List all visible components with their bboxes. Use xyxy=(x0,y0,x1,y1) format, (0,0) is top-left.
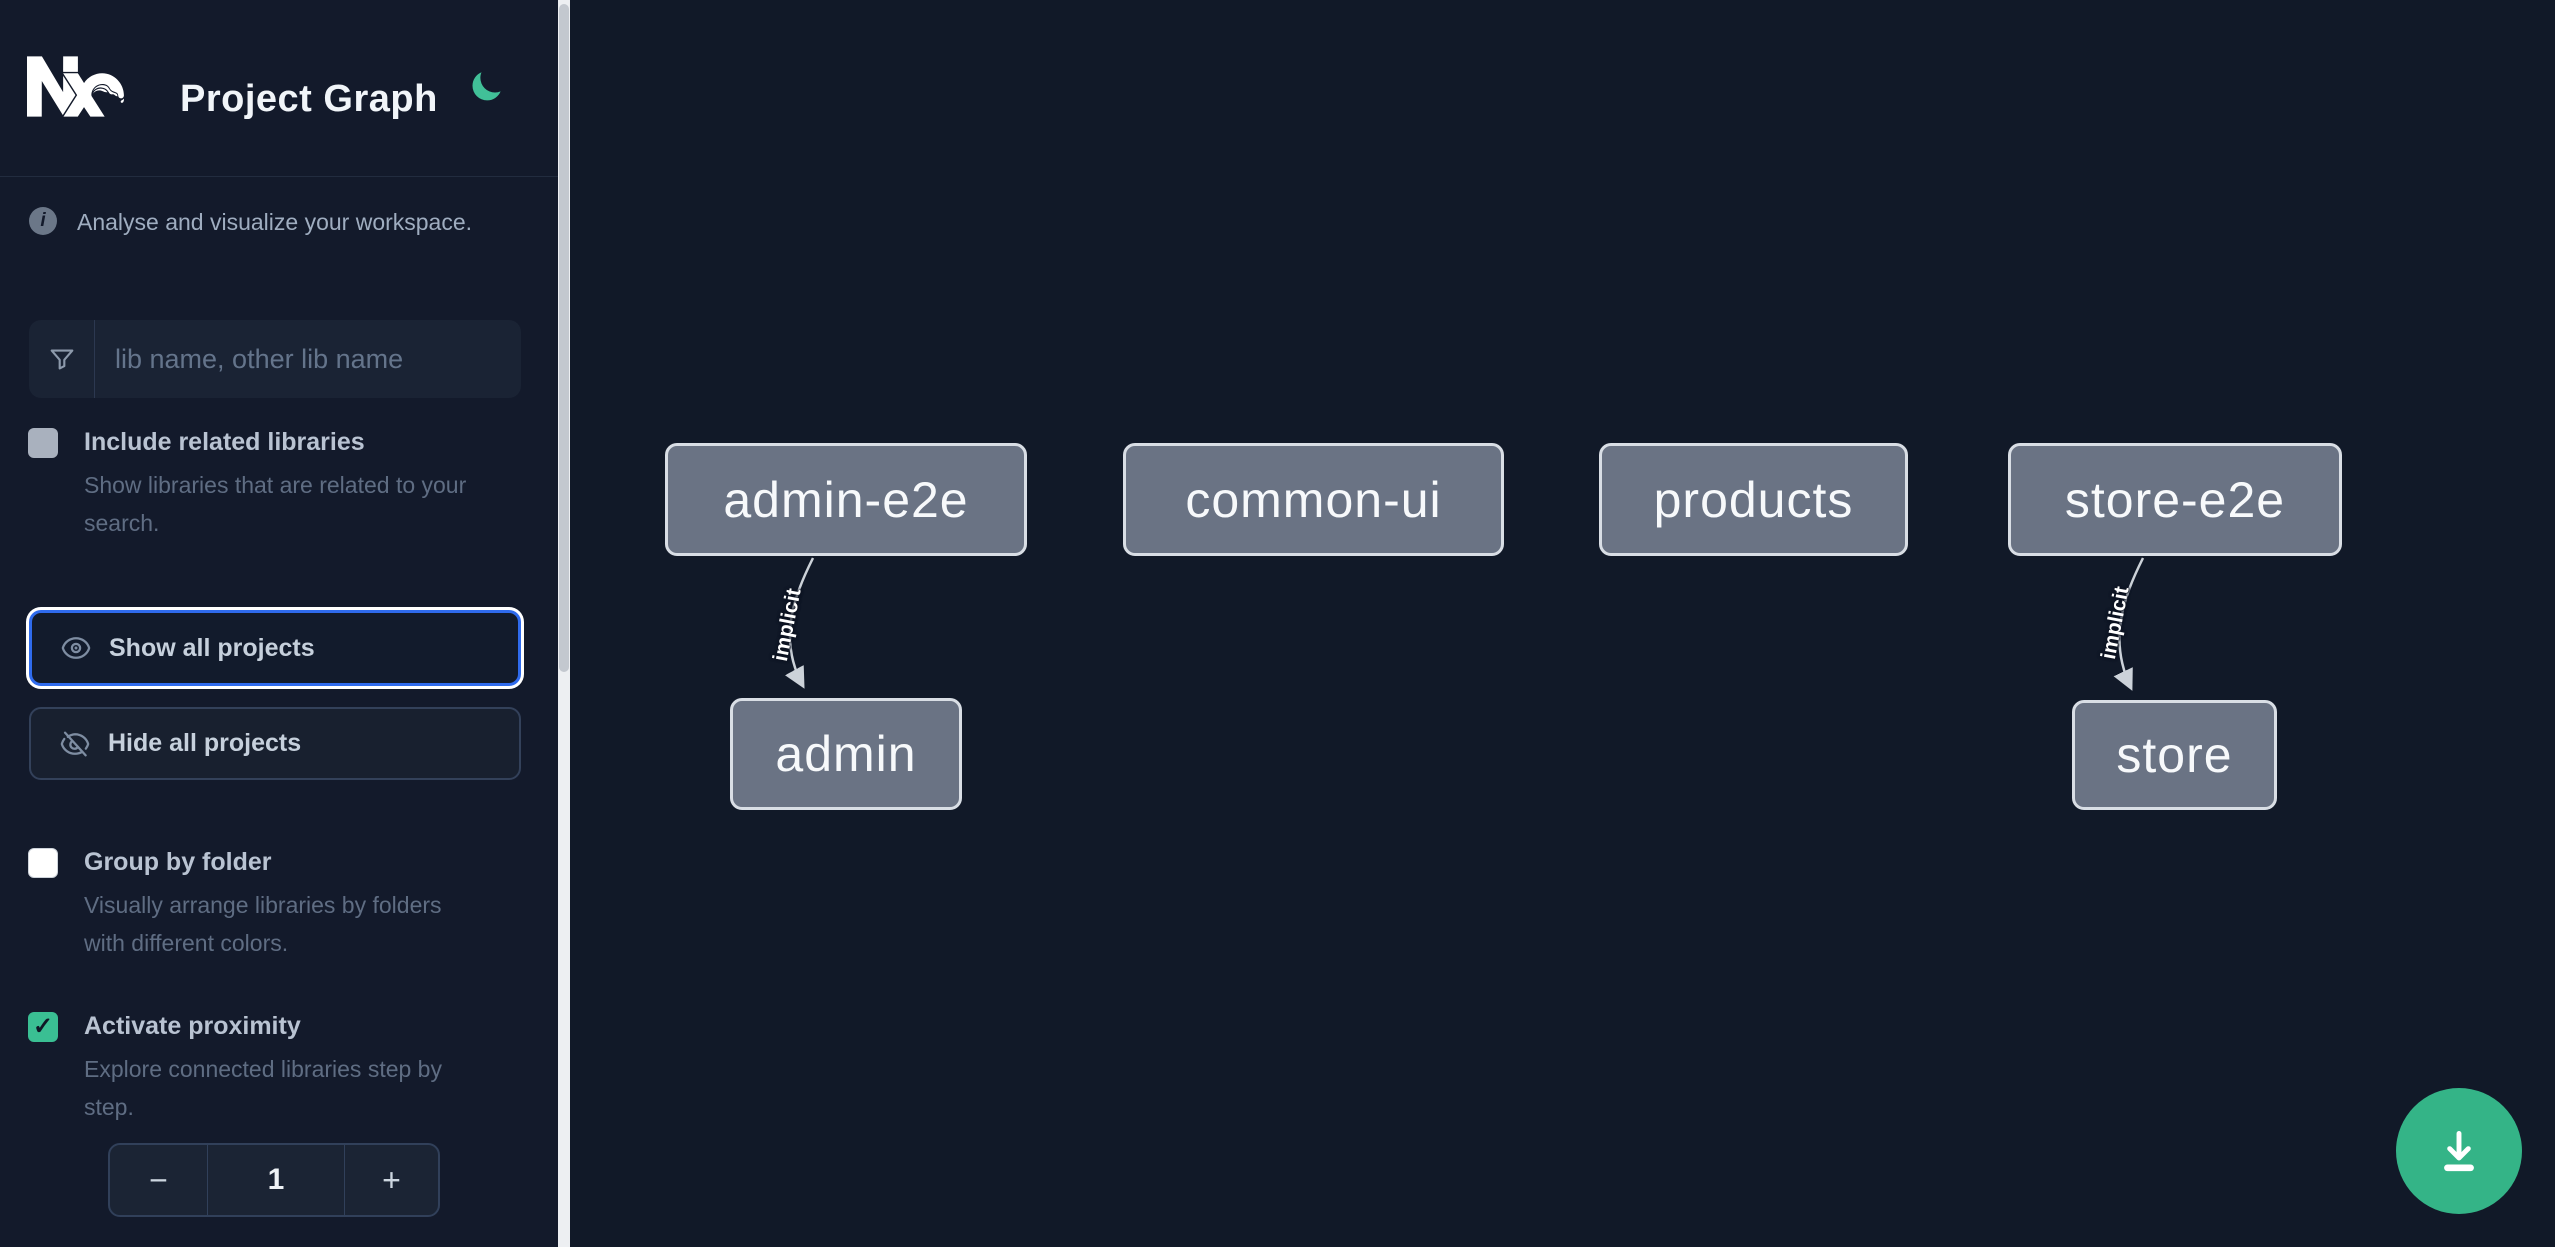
hide-all-projects-button[interactable]: Hide all projects xyxy=(29,707,521,780)
increment-button[interactable]: + xyxy=(344,1145,438,1215)
graph-canvas[interactable] xyxy=(570,0,2555,1247)
node-products[interactable]: products xyxy=(1599,443,1908,556)
search-input[interactable] xyxy=(95,322,521,396)
decrement-button[interactable]: − xyxy=(110,1145,208,1215)
activate-proximity-label: Activate proximity xyxy=(84,1012,301,1040)
sidebar-scrollbar[interactable] xyxy=(558,0,570,1247)
node-admin-e2e[interactable]: admin-e2e xyxy=(665,443,1027,556)
group-by-folder-checkbox[interactable] xyxy=(28,848,58,878)
eye-slash-icon xyxy=(58,728,92,760)
download-icon xyxy=(2431,1123,2487,1179)
hide-all-projects-label: Hide all projects xyxy=(108,729,302,757)
show-all-projects-label: Show all projects xyxy=(109,633,315,662)
activate-proximity-checkbox[interactable]: ✓ xyxy=(28,1012,58,1042)
theme-toggle-button[interactable] xyxy=(468,66,508,106)
group-by-folder-label: Group by folder xyxy=(84,848,272,876)
include-related-checkbox[interactable] xyxy=(28,428,58,458)
group-by-folder-desc: Visually arrange libraries by folders wi… xyxy=(84,892,442,956)
sidebar: Project Graph i Analyse and visualize yo… xyxy=(0,0,558,1247)
download-image-button[interactable] xyxy=(2396,1088,2522,1214)
node-store[interactable]: store xyxy=(2072,700,2277,810)
sidebar-header: Project Graph xyxy=(0,0,558,177)
moon-icon xyxy=(468,68,504,104)
info-icon: i xyxy=(29,207,57,235)
proximity-depth-stepper: − 1 + xyxy=(108,1143,440,1217)
include-related-label: Include related libraries xyxy=(84,428,365,456)
include-related-desc: Show libraries that are related to your … xyxy=(84,472,467,536)
app-title: Project Graph xyxy=(180,78,438,120)
search-box xyxy=(29,320,521,398)
eye-icon xyxy=(59,632,93,664)
node-common-ui[interactable]: common-ui xyxy=(1123,443,1504,556)
node-store-e2e[interactable]: store-e2e xyxy=(2008,443,2342,556)
tagline-text: Analyse and visualize your workspace. xyxy=(77,209,473,235)
depth-value: 1 xyxy=(267,1163,285,1196)
funnel-icon xyxy=(29,320,95,398)
scrollbar-thumb[interactable] xyxy=(559,4,569,672)
nx-logo xyxy=(27,56,125,124)
node-admin[interactable]: admin xyxy=(730,698,962,810)
show-all-projects-button[interactable]: Show all projects xyxy=(29,610,521,686)
activate-proximity-desc: Explore connected libraries step by step… xyxy=(84,1056,442,1120)
